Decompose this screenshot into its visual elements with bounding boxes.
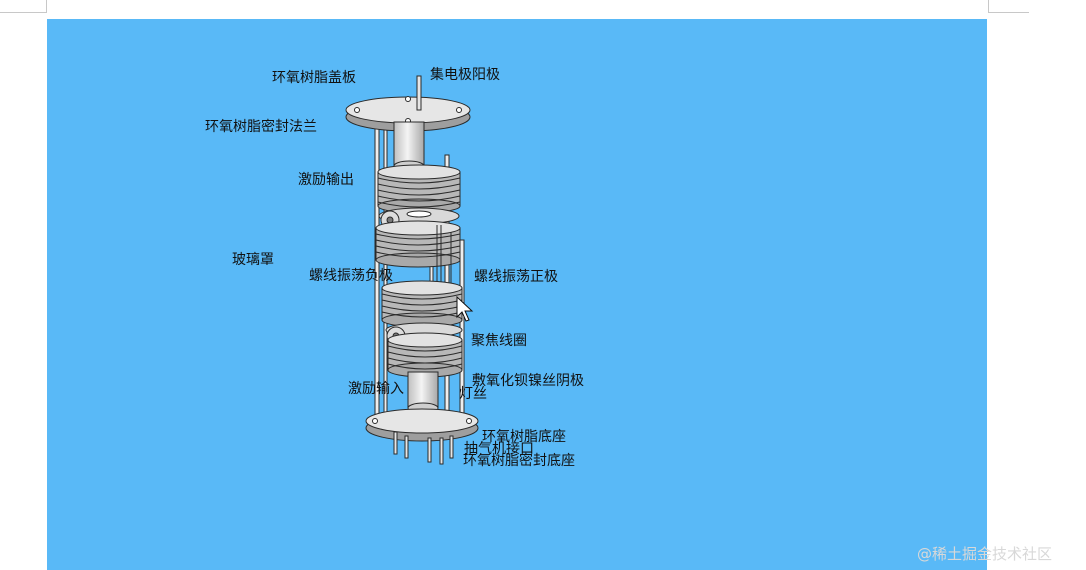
label-filament: 灯丝 [459, 386, 487, 402]
diagram-canvas [47, 19, 987, 570]
label-epoxy-cover: 环氧树脂盖板 [272, 70, 356, 86]
label-focus-coil: 聚焦线圈 [471, 333, 527, 349]
label-epoxy-seal-flange: 环氧树脂密封法兰 [205, 119, 317, 135]
focus-coil [387, 332, 463, 378]
top-flange [345, 96, 471, 132]
label-cathode: 敷氧化钡镍丝阴极 [472, 373, 584, 389]
bottom-flange [365, 408, 479, 442]
anode-cylinder [393, 121, 425, 172]
label-epoxy-seal-base: 环氧树脂密封底座 [463, 453, 575, 469]
coil-upper [377, 164, 461, 214]
label-spiral-negative: 螺线振荡负极 [309, 268, 393, 284]
base-pins [393, 431, 454, 465]
coil-middle-lower [381, 280, 463, 328]
label-epoxy-base: 环氧树脂底座 [482, 429, 566, 445]
coil-middle-upper [375, 220, 461, 268]
label-spiral-positive: 螺线振荡正极 [474, 269, 558, 285]
label-excitation-output: 激励输出 [298, 172, 354, 188]
mouse-cursor [456, 295, 474, 322]
label-pump-port: 抽气机接口 [464, 441, 534, 457]
label-collector-anode: 集电极阳极 [430, 67, 500, 83]
anode-pin [416, 75, 422, 111]
watermark: @稀土掘金技术社区 [917, 545, 1053, 563]
cathode-cylinder [407, 371, 439, 414]
page-corner-top-left [0, 0, 47, 13]
page-corner-top-right [988, 0, 1029, 13]
label-glass-cover: 玻璃罩 [232, 252, 274, 268]
label-excitation-input: 激励输入 [348, 381, 404, 397]
